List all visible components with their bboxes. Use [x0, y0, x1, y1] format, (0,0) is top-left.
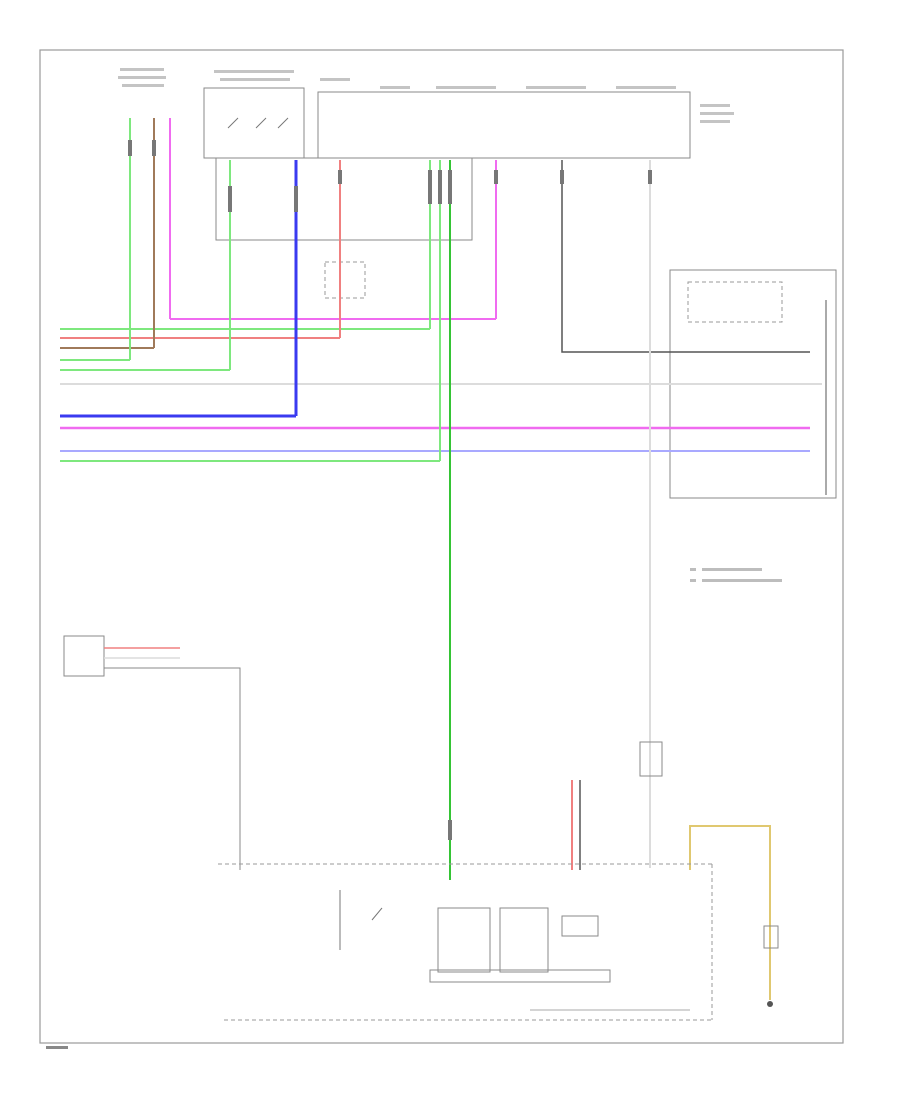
legend-group [690, 568, 782, 582]
switch-contact-1 [227, 117, 239, 129]
yellow-fuse [763, 925, 779, 949]
power-window-motor [687, 281, 783, 323]
meter-cpu-bar [429, 969, 611, 983]
lower-relay [639, 741, 663, 777]
relay-block-top [317, 91, 691, 159]
junction-block [215, 157, 473, 241]
meter-indicator [561, 915, 599, 937]
diagram-border [39, 49, 844, 1044]
connector-pins [128, 140, 652, 840]
wire-yellow [689, 825, 771, 1000]
switch-contact-2 [255, 117, 267, 129]
vwire-black-a [561, 160, 810, 353]
meter-switch-2 [371, 907, 383, 921]
junction-connector [324, 261, 366, 299]
switch-contact-3 [277, 117, 289, 129]
top-label-group [118, 68, 734, 123]
window-switch-block [203, 87, 305, 159]
footer-mark [46, 1046, 68, 1049]
headlight-switch-connector [63, 635, 105, 677]
wire-gray-lower [104, 667, 241, 870]
meter-ecu-b [499, 907, 549, 973]
meter-ecu-a [437, 907, 491, 973]
ground-point [767, 1001, 773, 1007]
